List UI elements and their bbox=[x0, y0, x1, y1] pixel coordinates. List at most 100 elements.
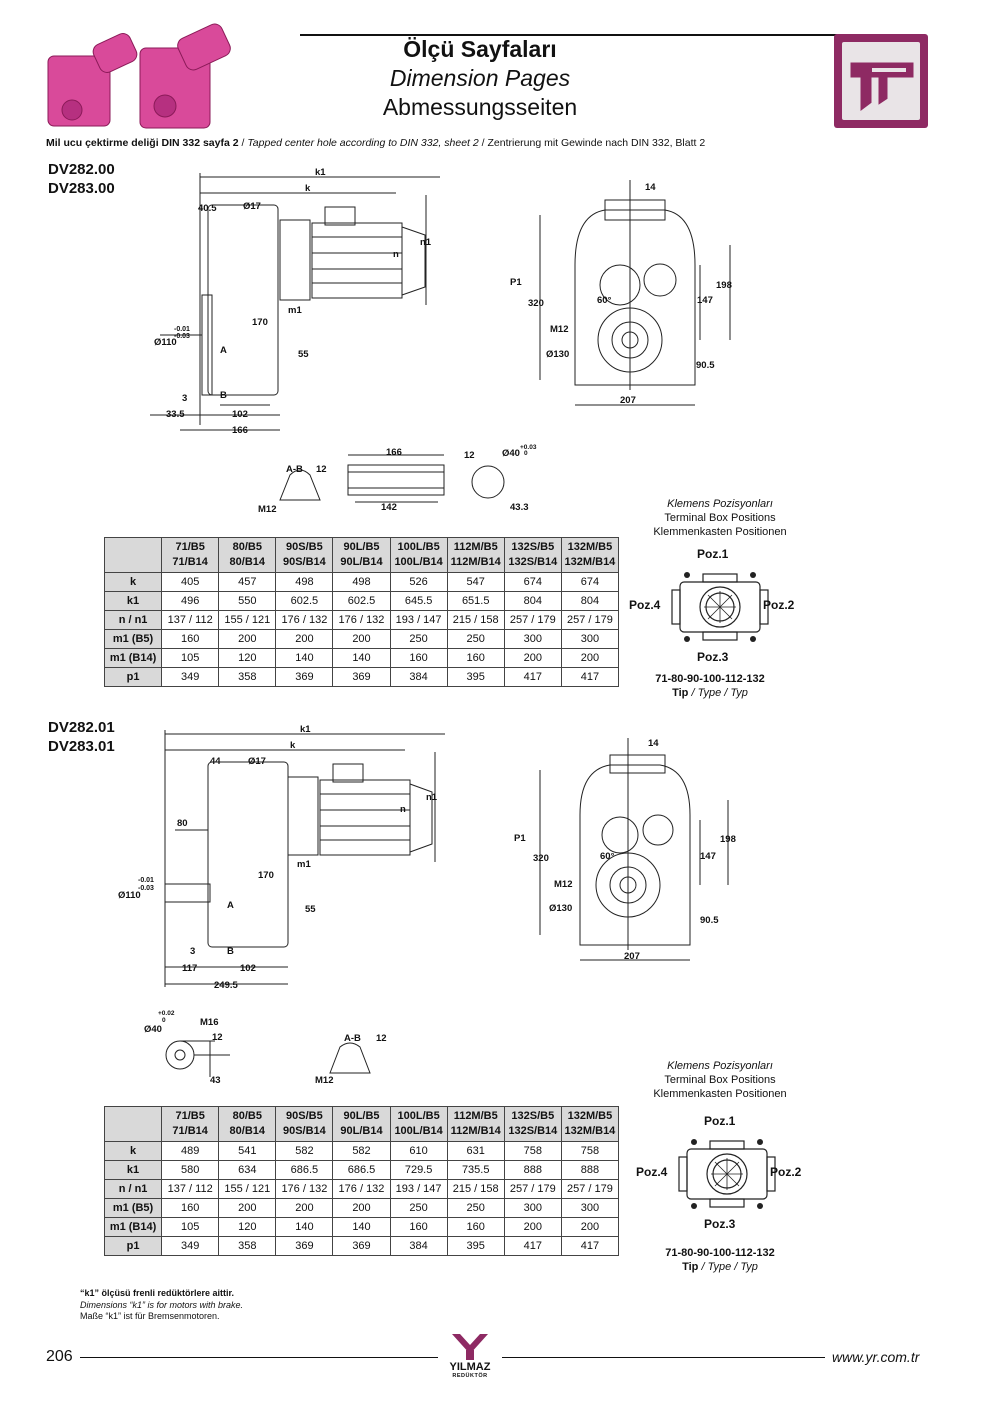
dim2-3: 3 bbox=[190, 946, 195, 957]
table-cell: 257 / 179 bbox=[503, 1179, 562, 1199]
table-cell: 888 bbox=[503, 1160, 562, 1180]
table-row-header: m1 (B5) bbox=[103, 629, 163, 649]
dim-40-5: 40.5 bbox=[198, 203, 217, 214]
pos-3-label: Poz.3 bbox=[704, 1217, 736, 1231]
dim-14: 14 bbox=[645, 182, 656, 193]
table-cell: 200 bbox=[332, 629, 391, 649]
table-cell: 651.5 bbox=[446, 591, 505, 611]
pos-2-label: Poz.2 bbox=[770, 1165, 802, 1179]
table-cell: 674 bbox=[560, 572, 620, 592]
table-cell: 200 bbox=[275, 629, 334, 649]
table-cell: 160 bbox=[446, 648, 505, 668]
dim2-n: n bbox=[400, 804, 406, 815]
table-cell: 200 bbox=[503, 1217, 562, 1237]
dim2-249-5: 249.5 bbox=[214, 980, 238, 991]
table-cell: 645.5 bbox=[389, 591, 448, 611]
table-cell: 200 bbox=[275, 1198, 334, 1218]
dim-shaft-142: 142 bbox=[381, 502, 397, 513]
logo-mark-icon bbox=[452, 1334, 488, 1360]
table-cell: 140 bbox=[275, 1217, 334, 1237]
dim-k: k bbox=[305, 183, 311, 194]
table-cell: 550 bbox=[218, 591, 277, 611]
page-title-tr: Ölçü Sayfaları bbox=[403, 36, 557, 62]
table-row-header: n / n1 bbox=[103, 1179, 163, 1199]
dim2-44: 44 bbox=[210, 756, 221, 767]
table-cell: 498 bbox=[332, 572, 391, 592]
website-link[interactable]: www.yr.com.tr bbox=[832, 1349, 920, 1365]
dim-60: 60° bbox=[597, 295, 612, 306]
table-cell: 250 bbox=[446, 629, 505, 649]
table-cell: 257 / 179 bbox=[560, 1179, 620, 1199]
dim-90-5: 90.5 bbox=[696, 360, 715, 371]
table-cell: 547 bbox=[446, 572, 505, 592]
dim-102: 102 bbox=[232, 409, 248, 420]
dim-147: 147 bbox=[697, 295, 713, 306]
dim2-m1: m1 bbox=[297, 859, 311, 870]
table-row-header: p1 bbox=[103, 667, 163, 687]
table-row-header: n / n1 bbox=[103, 610, 163, 630]
pos-2-label: Poz.2 bbox=[763, 598, 795, 612]
dim2-117: 117 bbox=[182, 963, 197, 974]
dim-shaft-12: 12 bbox=[464, 450, 475, 461]
table-cell: 735.5 bbox=[446, 1160, 505, 1180]
table-cell: 215 / 158 bbox=[446, 610, 505, 630]
dim2-M12-detail: M12 bbox=[315, 1075, 333, 1085]
terminal-type-caption-2: 71-80-90-100-112-132 Tip / Type / Typ bbox=[665, 1247, 775, 1273]
table-cell: 369 bbox=[275, 1236, 334, 1256]
din-note: Mil ucu çektirme deliği DIN 332 sayfa 2 … bbox=[46, 137, 706, 149]
table-cell: 250 bbox=[389, 1198, 448, 1218]
dim-d110: Ø110 bbox=[154, 337, 177, 348]
table-cell: 140 bbox=[332, 648, 391, 668]
table-cell: 140 bbox=[275, 648, 334, 668]
table-cell: 215 / 158 bbox=[446, 1179, 505, 1199]
dim2-d110: Ø110 bbox=[118, 890, 141, 901]
front-view-drawing-1: 14 P1 320 60° 198 147 M12 Ø130 90.5 207 bbox=[510, 180, 732, 406]
table-cell: 405 bbox=[161, 572, 220, 592]
table-cell: 300 bbox=[560, 1198, 620, 1218]
table-cell: 160 bbox=[446, 1217, 505, 1237]
terminal-box-diagram-1: Poz.1 Poz.2 Poz.3 Poz.4 bbox=[629, 547, 795, 664]
table-cell: 200 bbox=[218, 1198, 277, 1218]
dim2-A: A bbox=[227, 900, 234, 911]
table-cell: 417 bbox=[560, 667, 620, 687]
table-cell: 140 bbox=[332, 1217, 391, 1237]
dim2-shaft-d40: Ø40 bbox=[144, 1024, 162, 1035]
page-title-de: Abmessungsseiten bbox=[382, 94, 578, 120]
table-cell: 120 bbox=[218, 648, 277, 668]
page-number: 206 bbox=[46, 1348, 73, 1365]
table-cell: 160 bbox=[161, 629, 220, 649]
product-photo bbox=[47, 23, 231, 129]
table-cell: 250 bbox=[389, 629, 448, 649]
pos-3-label: Poz.3 bbox=[697, 650, 729, 664]
table-cell: 758 bbox=[503, 1141, 562, 1161]
table-cell: 369 bbox=[275, 667, 334, 687]
dim2-M16: M16 bbox=[200, 1017, 218, 1028]
dim2-147: 147 bbox=[700, 851, 716, 862]
table-cell: 417 bbox=[503, 1236, 562, 1256]
table-cell: 257 / 179 bbox=[503, 610, 562, 630]
dim-shaft-43-3: 43.3 bbox=[510, 502, 529, 513]
dim-170: 170 bbox=[252, 317, 268, 328]
table-cell: 804 bbox=[503, 591, 562, 611]
model-label-2: DV282.01 DV283.01 bbox=[48, 719, 115, 755]
dim2-198: 198 bbox=[720, 834, 736, 845]
dim2-B: B bbox=[227, 946, 234, 957]
table-cell: 349 bbox=[161, 1236, 220, 1256]
dim2-shaft-tol-1: +0.02 bbox=[158, 1010, 175, 1017]
table-row-header: k1 bbox=[103, 1160, 163, 1180]
table-cell: 498 bbox=[275, 572, 334, 592]
table-cell: 137 / 112 bbox=[161, 610, 220, 630]
